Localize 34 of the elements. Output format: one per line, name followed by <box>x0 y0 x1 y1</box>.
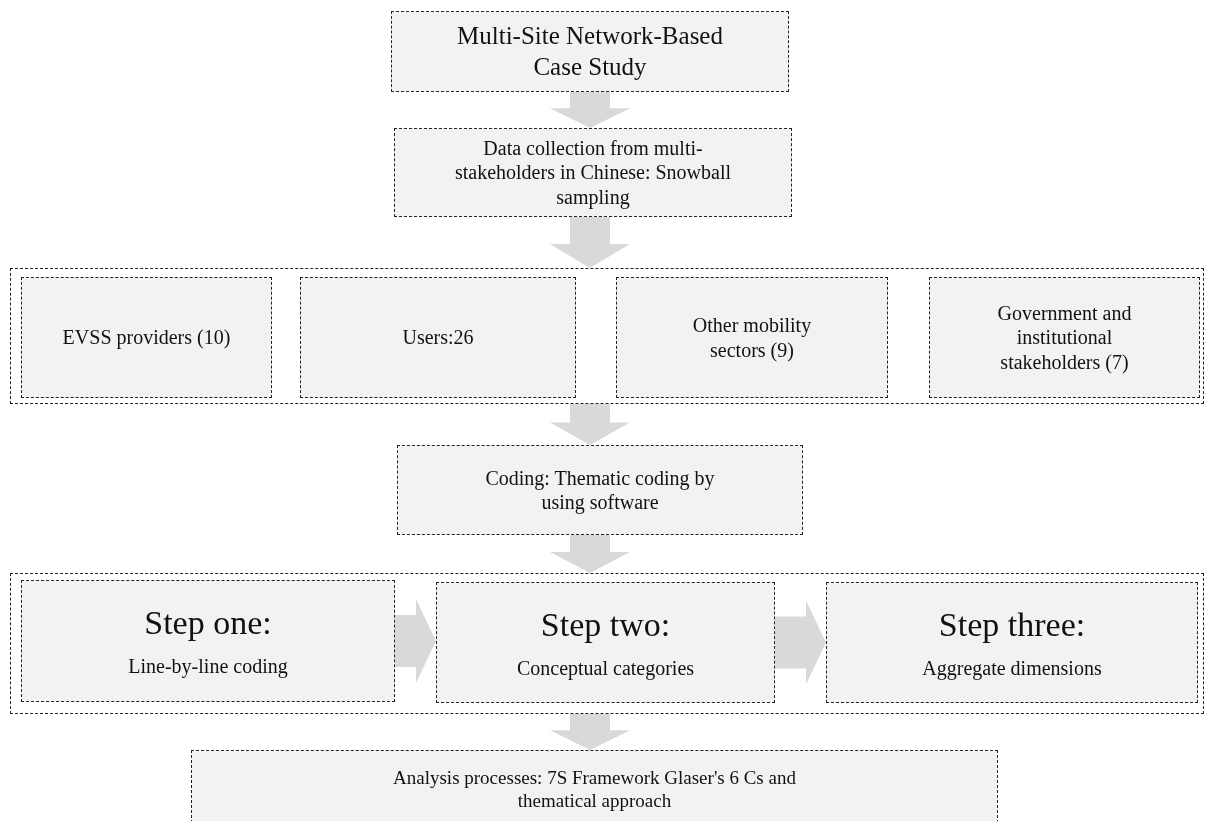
box-text: Coding: Thematic coding by using software <box>484 465 716 515</box>
box-text: Aggregate dimensions <box>922 655 1102 681</box>
process-box <box>391 11 789 92</box>
process-box <box>394 128 792 217</box>
box-text: Line-by-line coding <box>128 654 288 679</box>
box-text: Analysis processes: 7S Framework Glaser's 6 Cs and thematical approach <box>392 765 797 813</box>
box-text: Other mobility sectors (9) <box>691 313 813 362</box>
box-text: Government and institutional stakeholders (7) <box>996 300 1133 375</box>
step-heading: Step two: <box>540 604 671 645</box>
process-box <box>21 277 272 398</box>
group-frame <box>10 573 1204 714</box>
process-box <box>616 277 888 398</box>
block-arrow <box>550 535 630 573</box>
box-text: Conceptual categories <box>516 655 695 681</box>
process-box <box>300 277 576 398</box>
block-arrow <box>775 600 826 685</box>
block-arrow <box>395 599 436 683</box>
step-heading: Step three: <box>938 604 1086 645</box>
block-arrow <box>550 217 630 268</box>
process-box <box>191 750 998 821</box>
box-text: EVSS providers (10) <box>62 325 231 350</box>
box-text: Multi-Site Network-Based Case Study <box>456 21 724 82</box>
process-box <box>397 445 803 535</box>
step-heading: Step one: <box>144 603 272 644</box>
block-arrow <box>550 404 630 445</box>
step-box <box>436 582 775 703</box>
step-box <box>21 580 395 702</box>
group-frame <box>10 268 1204 404</box>
box-text: Data collection from multi-stakeholders in Chinese: Snowball sampling <box>453 135 733 210</box>
process-box <box>929 277 1200 398</box>
block-arrow <box>550 714 630 750</box>
step-box <box>826 582 1198 703</box>
block-arrow <box>550 92 630 128</box>
box-text: Users:26 <box>402 325 474 350</box>
